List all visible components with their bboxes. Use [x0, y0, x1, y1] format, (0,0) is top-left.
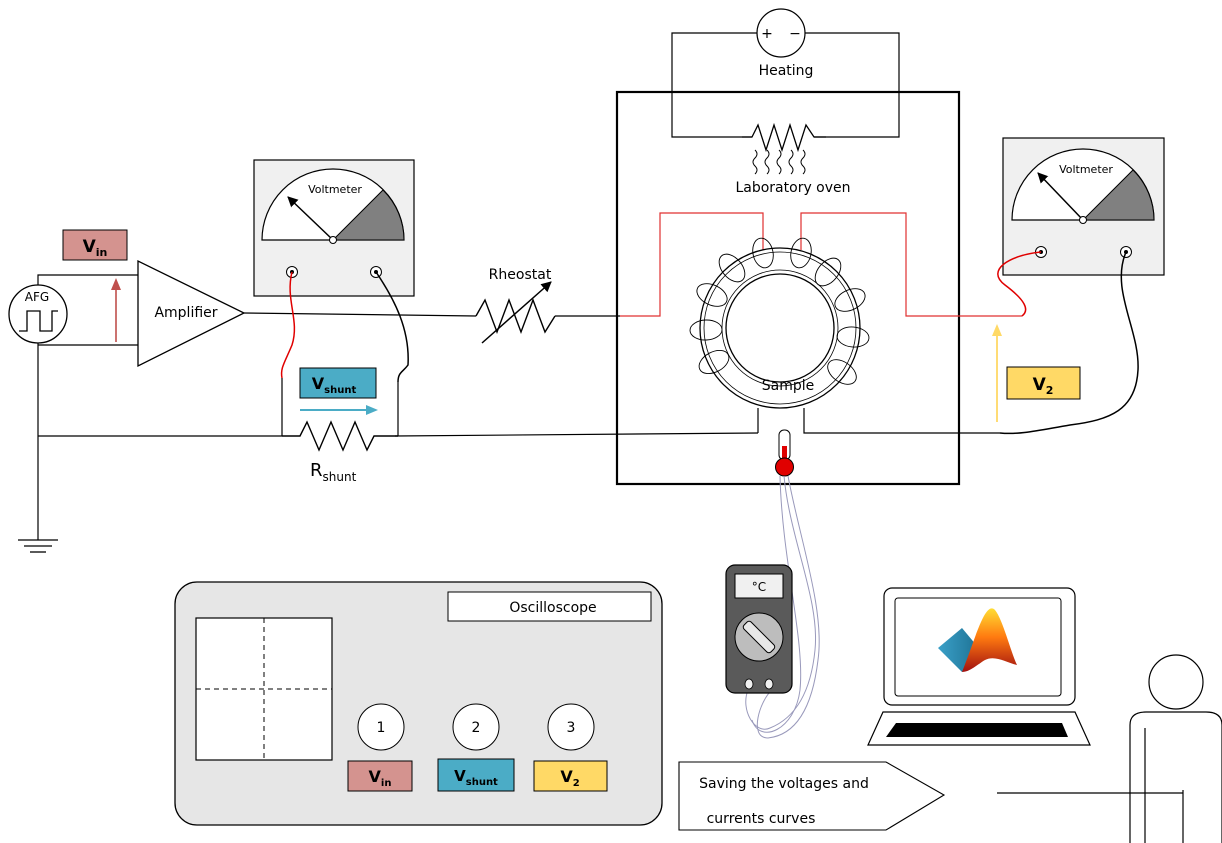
- channel-2-number: 2: [472, 720, 481, 736]
- vshunt-arrow-head: [366, 405, 378, 415]
- svg-text:Rshunt: Rshunt: [310, 460, 357, 484]
- sample-toroid: Sample: [689, 237, 870, 409]
- secondary-winding-wires: [620, 212, 1022, 317]
- channel-3-knob: [547, 703, 595, 751]
- channel-2-knob: [452, 703, 500, 751]
- voltmeter-left-label: Voltmeter: [308, 183, 362, 196]
- square-wave-icon: [19, 310, 58, 332]
- channel-3-number: 3: [567, 720, 576, 736]
- channel-1-label-sub: in: [381, 778, 392, 789]
- afg-generator: AFG: [8, 284, 68, 344]
- ground-symbol: [18, 539, 58, 553]
- shunt-resistor: Rshunt: [282, 420, 398, 484]
- saving-arrow: Saving the voltages and currents curves: [678, 761, 946, 831]
- thermometer-unit: °C: [752, 580, 766, 594]
- channel-2-label-box: [437, 758, 515, 792]
- multimeter: °C: [725, 564, 793, 694]
- thermocouple-wires: [745, 475, 820, 739]
- vshunt-label-box: [299, 367, 377, 399]
- vin-label-box: [62, 229, 128, 261]
- vin-label-sub: in: [96, 246, 108, 259]
- heat-waves-icon: [752, 149, 806, 175]
- toroid-windings: [689, 237, 870, 385]
- heating-plus: +: [761, 26, 773, 42]
- svg-text:Vshunt: Vshunt: [454, 767, 498, 788]
- svg-text:Vin: Vin: [369, 767, 392, 789]
- laboratory-oven: Laboratory oven: [615, 90, 961, 486]
- channel-3-label-box: [533, 760, 608, 792]
- primary-winding-wires: [757, 408, 1000, 434]
- vin-arrow-head: [111, 278, 121, 290]
- saving-text-line2: currents curves: [707, 811, 816, 827]
- channel-1-number: 1: [377, 720, 386, 736]
- svg-text:V2: V2: [1033, 375, 1054, 397]
- voltmeter-left: Voltmeter: [253, 159, 415, 297]
- circuit-wires: [37, 274, 759, 540]
- vin-indicator: Vin: [62, 229, 128, 342]
- svg-text:Vshunt: Vshunt: [312, 374, 357, 396]
- person-icon: [1129, 654, 1222, 843]
- laptop: [867, 587, 1091, 746]
- channel-1-label-box: [347, 760, 413, 792]
- rheostat: Rheostat: [475, 267, 556, 344]
- channel-1-knob: [357, 703, 405, 751]
- rshunt-label-main: R: [310, 460, 323, 481]
- vshunt-label-sub: shunt: [324, 385, 356, 396]
- thermometer-icon: [775, 429, 794, 477]
- v2-label-main: V: [1033, 375, 1047, 395]
- channel-3-label-sub: 2: [573, 778, 580, 789]
- oven-label: Laboratory oven: [735, 180, 850, 196]
- channel-3-label-main: V: [560, 767, 573, 786]
- vshunt-label-main: V: [312, 374, 325, 393]
- afg-label: AFG: [25, 290, 49, 304]
- vin-label-main: V: [83, 237, 97, 257]
- heating-label: Heating: [759, 63, 814, 79]
- rheostat-label: Rheostat: [489, 267, 552, 283]
- v2-label-box: [1006, 366, 1081, 400]
- rshunt-label-sub: shunt: [323, 470, 357, 484]
- oscilloscope: Oscilloscope 1 Vin 2 Vshunt 3 V2: [174, 581, 663, 826]
- v2-label-sub: 2: [1046, 384, 1054, 397]
- saving-text-line1: Saving the voltages and: [699, 776, 869, 792]
- amplifier: Amplifier: [137, 259, 246, 368]
- voltmeter-right-label: Voltmeter: [1059, 163, 1113, 176]
- svg-text:Vin: Vin: [83, 237, 108, 259]
- matlab-logo: [938, 608, 1017, 672]
- vshunt-indicator: Vshunt: [299, 367, 378, 415]
- voltmeter-right-probes: [997, 251, 1139, 435]
- channel-2-label-main: V: [454, 767, 466, 785]
- heater-resistor: [742, 122, 826, 153]
- v2-arrow-head: [992, 324, 1002, 336]
- heating-minus: −: [789, 26, 801, 42]
- sample-label: Sample: [762, 378, 815, 394]
- oscilloscope-label: Oscilloscope: [509, 600, 596, 616]
- v2-indicator: V2: [992, 324, 1081, 422]
- voltmeter-right: Voltmeter: [1002, 137, 1165, 276]
- heating-supply: + − Heating: [671, 8, 900, 175]
- channel-1-label-main: V: [369, 767, 382, 786]
- voltmeter-left-probes: [280, 271, 409, 436]
- svg-text:V2: V2: [560, 767, 579, 789]
- amplifier-label: Amplifier: [154, 305, 217, 321]
- channel-2-label-sub: shunt: [466, 777, 498, 788]
